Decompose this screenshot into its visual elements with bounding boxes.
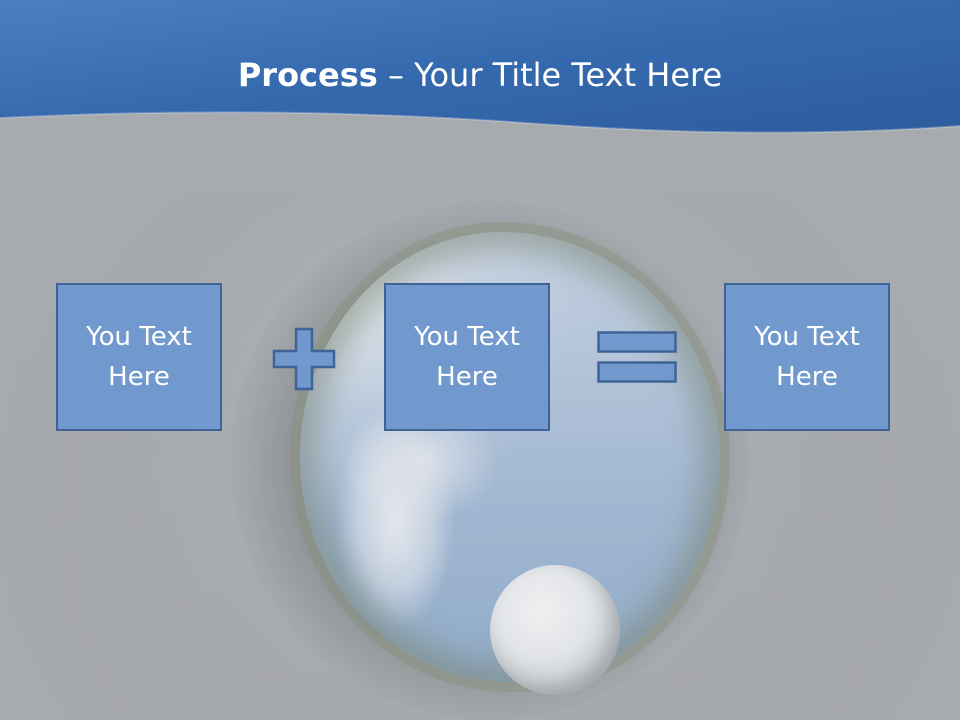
plus-sign-icon <box>272 327 336 391</box>
process-box-1[interactable]: You Text Here <box>56 283 222 431</box>
title-bold-part: Process <box>237 56 378 94</box>
process-box-2-text: You Text Here <box>414 322 520 392</box>
header-wave <box>0 0 960 140</box>
header-wave-shape <box>0 0 960 134</box>
process-box-3-text: You Text Here <box>754 322 860 392</box>
golf-ball-image <box>490 565 620 695</box>
process-box-1-text: You Text Here <box>86 322 192 392</box>
title-rest-part: – Your Title Text Here <box>377 56 723 94</box>
equals-sign-icon <box>597 331 677 383</box>
process-box-2[interactable]: You Text Here <box>384 283 550 431</box>
process-box-3[interactable]: You Text Here <box>724 283 890 431</box>
slide-title[interactable]: Process – Your Title Text Here <box>0 52 960 98</box>
